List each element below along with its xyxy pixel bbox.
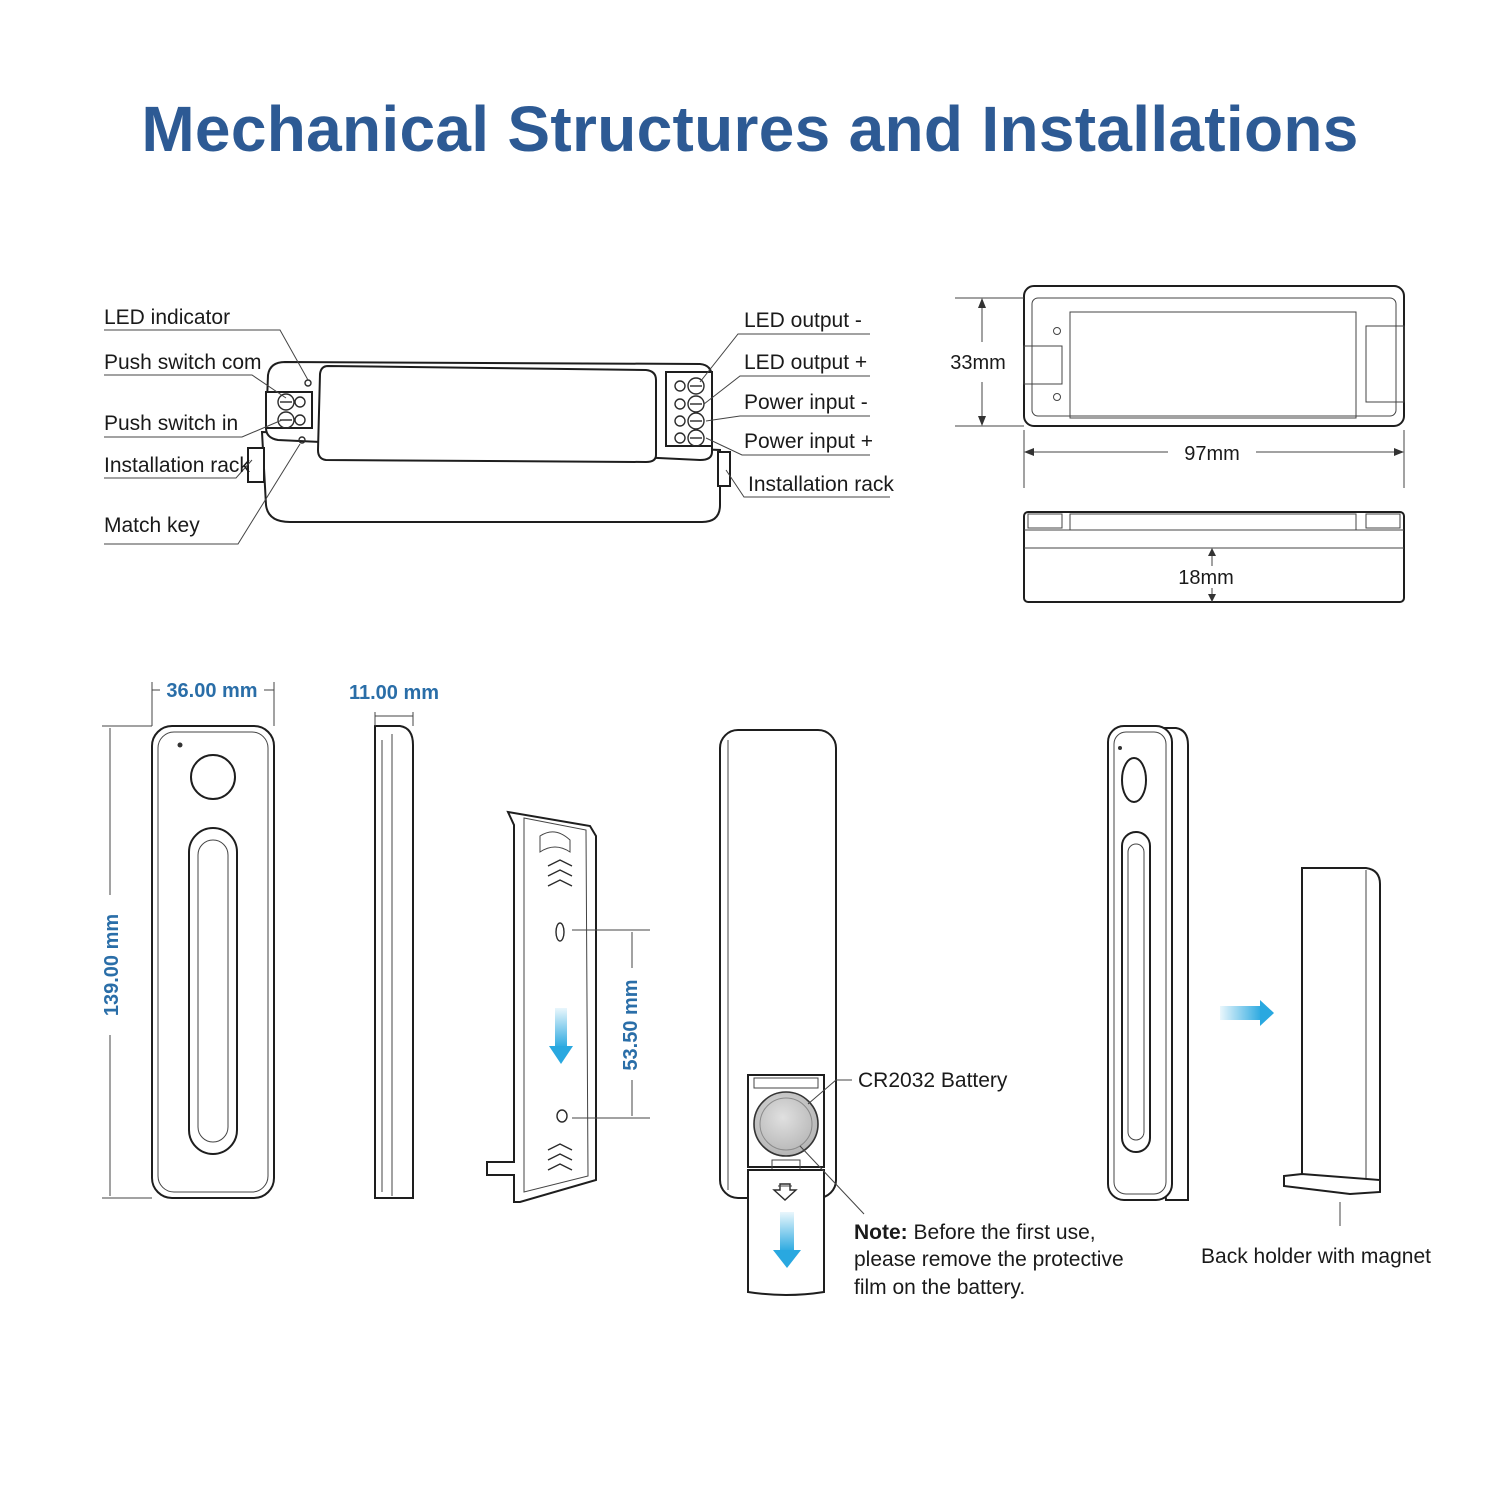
dim-97mm: [1023, 430, 1405, 488]
battery-note-line3: film on the battery.: [854, 1276, 1025, 1299]
arrow-right-icon: [1220, 1000, 1274, 1026]
back-cover: [486, 810, 597, 1203]
dim-remote-width: 36.00 mm: [166, 680, 257, 702]
battery-leader: [807, 1079, 852, 1105]
remote-front: [151, 725, 275, 1199]
battery-note-line2: please remove the protective: [854, 1248, 1124, 1271]
dim-33mm: [955, 297, 1024, 427]
label-led-indicator: LED indicator: [104, 306, 230, 329]
dim-53mm: [572, 929, 650, 1119]
dim-length-label: 97mm: [1184, 443, 1240, 465]
controller-top-view: [1023, 285, 1405, 427]
label-power-input-plus: Power input +: [744, 430, 873, 453]
arrow-down-icon-battery: [773, 1212, 801, 1268]
left-leader-lines: [104, 329, 309, 545]
arrow-down-icon: [549, 1008, 573, 1064]
remote-side: [374, 712, 414, 1199]
controller-side-view: [1023, 511, 1405, 603]
label-led-output-minus: LED output -: [744, 309, 862, 332]
dim-36mm: [151, 682, 275, 726]
label-installation-rack-right: Installation rack: [748, 473, 894, 496]
battery-note-line1: Note: Before the first use,: [854, 1221, 1096, 1244]
controller-drawing: [247, 360, 731, 523]
remote-perspective: [1107, 725, 1189, 1201]
dim-depth-label: 18mm: [1178, 567, 1234, 589]
back-holder: [1283, 867, 1381, 1226]
label-power-input-minus: Power input -: [744, 391, 868, 414]
label-push-switch-com: Push switch com: [104, 351, 262, 374]
dim-remote-height: 139.00 mm: [101, 914, 123, 1016]
note-text-1: Before the first use,: [908, 1221, 1096, 1244]
label-cr2032-battery: CR2032 Battery: [858, 1069, 1008, 1092]
dim-hole-spacing: 53.50 mm: [620, 979, 642, 1070]
label-installation-rack-left: Installation rack: [104, 454, 250, 477]
label-push-switch-in: Push switch in: [104, 412, 238, 435]
right-leader-lines: [699, 333, 890, 498]
note-bold: Note:: [854, 1221, 908, 1244]
remote-back-battery: [719, 729, 837, 1296]
dim-height-label: 33mm: [950, 352, 1006, 374]
dim-remote-thickness: 11.00 mm: [349, 682, 439, 704]
label-back-holder: Back holder with magnet: [1201, 1245, 1431, 1268]
page-title: Mechanical Structures and Installations: [141, 93, 1359, 165]
label-match-key: Match key: [104, 514, 200, 537]
note-leader: [799, 1145, 865, 1215]
dim-139mm: [102, 725, 152, 1199]
label-led-output-plus: LED output +: [744, 351, 867, 374]
